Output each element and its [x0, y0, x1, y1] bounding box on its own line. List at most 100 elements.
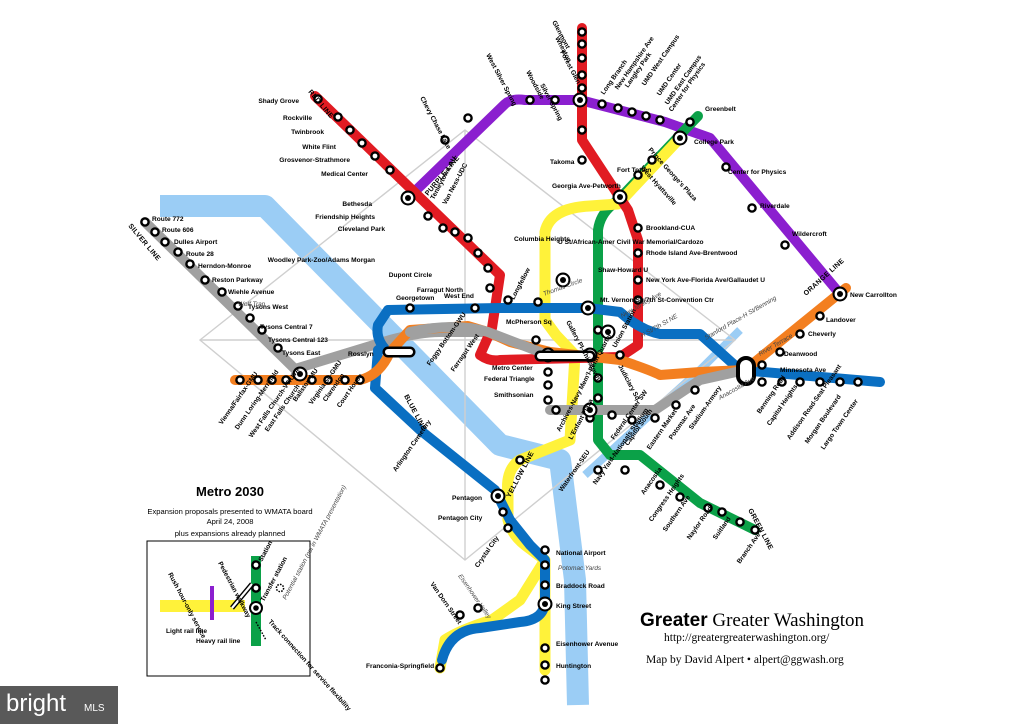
transfer-mt-vernon[interactable] [580, 300, 596, 316]
station-dot-s91[interactable] [757, 360, 767, 370]
transfer-bethesda[interactable] [400, 190, 416, 206]
station-dot-s20[interactable] [633, 223, 643, 233]
station-dot-s0[interactable] [313, 94, 323, 104]
station-dot-s76[interactable] [543, 380, 553, 390]
station-dot-s80[interactable] [607, 410, 617, 420]
station-dot-s59[interactable] [245, 313, 255, 323]
station-dot-s67[interactable] [323, 375, 333, 385]
station-dot-s94[interactable] [815, 311, 825, 321]
transfer-king-street[interactable] [537, 596, 553, 612]
station-dot-s43[interactable] [593, 465, 603, 475]
station-dot-s31[interactable] [627, 107, 637, 117]
station-dot-s13[interactable] [577, 27, 587, 37]
station-dot-s102[interactable] [540, 660, 550, 670]
station-dot-s85[interactable] [757, 377, 767, 387]
station-dot-s46[interactable] [675, 492, 685, 502]
station-dot-s25[interactable] [440, 135, 450, 145]
station-dot-s38[interactable] [647, 155, 657, 165]
transfer-fort-totten[interactable] [612, 189, 628, 205]
station-dot-s98[interactable] [540, 545, 550, 555]
transfer-ballston[interactable] [292, 366, 308, 382]
station-dot-s26[interactable] [463, 113, 473, 123]
station-dot-s88[interactable] [815, 377, 825, 387]
station-dot-s87[interactable] [795, 377, 805, 387]
station-dot-s24[interactable] [615, 350, 625, 360]
station-dot-s96[interactable] [498, 507, 508, 517]
station-dot-s39[interactable] [633, 170, 643, 180]
transfer-new-carrollton[interactable] [832, 286, 848, 302]
station-dot-s72[interactable] [503, 295, 513, 305]
credit-url[interactable]: http://greatergreaterwashington.org/ [664, 632, 830, 644]
station-dot-s4[interactable] [370, 151, 380, 161]
station-dot-s35[interactable] [747, 203, 757, 213]
station-dot-s19[interactable] [577, 155, 587, 165]
station-dot-s27[interactable] [525, 95, 535, 105]
station-dot-s97[interactable] [503, 523, 513, 533]
transfer-columbia-heights[interactable] [555, 272, 571, 288]
station-dot-s30[interactable] [613, 103, 623, 113]
station-dot-s11[interactable] [483, 263, 493, 273]
station-dot-s52[interactable] [150, 227, 160, 237]
station-dot-s104[interactable] [435, 663, 445, 673]
station-dot-s50[interactable] [750, 525, 760, 535]
station-dot-s66[interactable] [307, 375, 317, 385]
station-dot-s82[interactable] [650, 413, 660, 423]
station-dot-s54[interactable] [173, 247, 183, 257]
station-dot-s61[interactable] [273, 343, 283, 353]
station-dot-s36[interactable] [780, 240, 790, 250]
station-dot-s78[interactable] [551, 405, 561, 415]
station-dot-s70[interactable] [405, 303, 415, 313]
station-dot-s21[interactable] [633, 248, 643, 258]
station-dot-s3[interactable] [357, 138, 367, 148]
station-dot-s15[interactable] [577, 53, 587, 63]
station-dot-s10[interactable] [473, 248, 483, 258]
transfer-union-station[interactable] [600, 324, 616, 340]
station-dot-s92[interactable] [775, 347, 785, 357]
station-dot-s68[interactable] [340, 375, 350, 385]
station-dot-s17[interactable] [577, 83, 587, 93]
station-dot-s71[interactable] [470, 303, 480, 313]
station-dot-s73[interactable] [533, 297, 543, 307]
station-dot-s83[interactable] [671, 400, 681, 410]
station-dot-s101[interactable] [540, 643, 550, 653]
station-dot-s5[interactable] [385, 165, 395, 175]
transfer-pentagon[interactable] [490, 488, 506, 504]
station-dot-s93[interactable] [795, 329, 805, 339]
station-dot-s33[interactable] [655, 115, 665, 125]
station-dot-s64[interactable] [267, 375, 277, 385]
station-dot-s63[interactable] [253, 375, 263, 385]
transfer-college-park[interactable] [672, 130, 688, 146]
station-dot-s58[interactable] [233, 301, 243, 311]
station-dot-s90[interactable] [853, 377, 863, 387]
station-dot-s23[interactable] [633, 295, 643, 305]
station-dot-s51[interactable] [140, 217, 150, 227]
station-dot-s1[interactable] [333, 112, 343, 122]
station-dot-s18[interactable] [577, 125, 587, 135]
station-dot-s2[interactable] [345, 125, 355, 135]
station-dot-s60[interactable] [257, 325, 267, 335]
station-dot-s29[interactable] [597, 99, 607, 109]
station-dot-s95[interactable] [515, 455, 525, 465]
station-dot-s84[interactable] [690, 385, 700, 395]
station-dot-s99[interactable] [540, 560, 550, 570]
station-dot-s41[interactable] [593, 373, 603, 383]
station-dot-s6[interactable] [423, 211, 433, 221]
station-dot-s103[interactable] [540, 675, 550, 685]
station-dot-s62[interactable] [235, 375, 245, 385]
transfer-lenfant[interactable] [582, 402, 598, 418]
station-dot-s49[interactable] [735, 517, 745, 527]
station-dot-s9[interactable] [463, 233, 473, 243]
station-dot-s53[interactable] [160, 237, 170, 247]
station-dot-s32[interactable] [641, 111, 651, 121]
transfer-silver-spring[interactable] [572, 92, 588, 108]
station-dot-s22[interactable] [633, 275, 643, 285]
station-dot-s28[interactable] [550, 95, 560, 105]
station-dot-s45[interactable] [655, 480, 665, 490]
station-dot-s77[interactable] [543, 395, 553, 405]
station-dot-s75[interactable] [543, 367, 553, 377]
station-dot-s16[interactable] [577, 70, 587, 80]
station-dot-s44[interactable] [620, 465, 630, 475]
station-dot-s57[interactable] [217, 287, 227, 297]
station-dot-s65[interactable] [281, 375, 291, 385]
station-dot-s12[interactable] [485, 283, 495, 293]
